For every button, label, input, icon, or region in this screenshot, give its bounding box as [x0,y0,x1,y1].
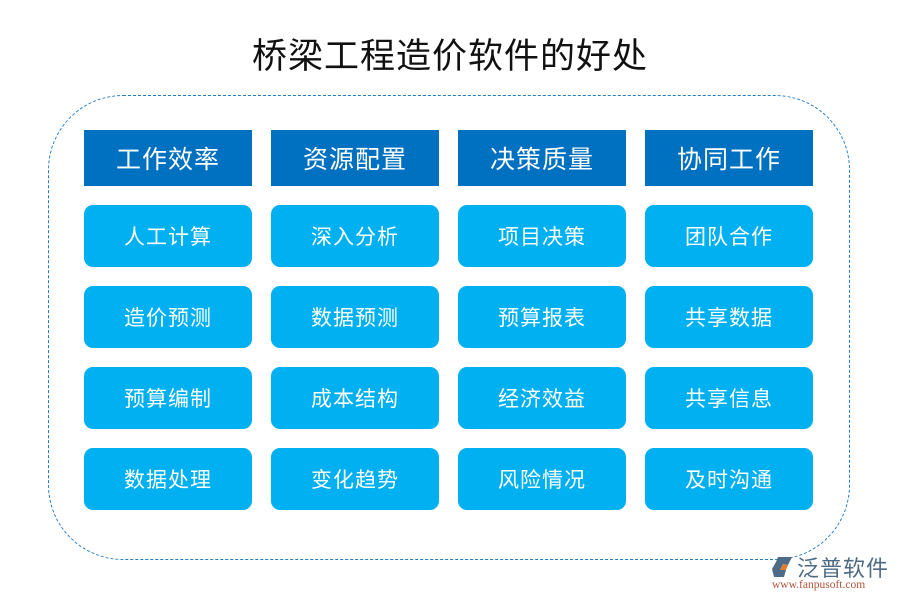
column-decision-quality: 决策质量 项目决策 预算报表 经济效益 风险情况 [458,130,626,510]
column-header: 工作效率 [84,130,252,186]
benefit-item: 成本结构 [271,367,439,429]
page-title: 桥梁工程造价软件的好处 [251,37,648,77]
benefit-item: 变化趋势 [271,448,439,510]
benefit-item: 共享信息 [645,367,813,429]
benefit-item: 数据预测 [271,286,439,348]
column-header: 决策质量 [458,130,626,186]
benefit-item: 共享数据 [645,286,813,348]
column-collaboration: 协同工作 团队合作 共享数据 共享信息 及时沟通 [645,130,813,510]
column-work-efficiency: 工作效率 人工计算 造价预测 预算编制 数据处理 [84,130,252,510]
brand-name: 泛普软件 [797,557,890,582]
benefit-item: 团队合作 [645,205,813,267]
benefit-item: 深入分析 [271,205,439,267]
benefit-item: 项目决策 [458,205,626,267]
dashed-rounded-frame [48,95,850,560]
column-resource-allocation: 资源配置 深入分析 数据预测 成本结构 变化趋势 [271,130,439,510]
benefit-item: 经济效益 [458,367,626,429]
brand-url: www.fanpusoft.com [772,579,866,591]
benefit-item: 风险情况 [458,448,626,510]
benefit-item: 数据处理 [84,448,252,510]
fanpu-logo-icon [772,557,792,577]
benefit-item: 造价预测 [84,286,252,348]
brand-logo: 泛普软件 www.fanpusoft.com [770,551,895,596]
benefit-item: 预算报表 [458,286,626,348]
benefit-item: 及时沟通 [645,448,813,510]
benefit-item: 人工计算 [84,205,252,267]
column-header: 协同工作 [645,130,813,186]
column-header: 资源配置 [271,130,439,186]
benefit-item: 预算编制 [84,367,252,429]
